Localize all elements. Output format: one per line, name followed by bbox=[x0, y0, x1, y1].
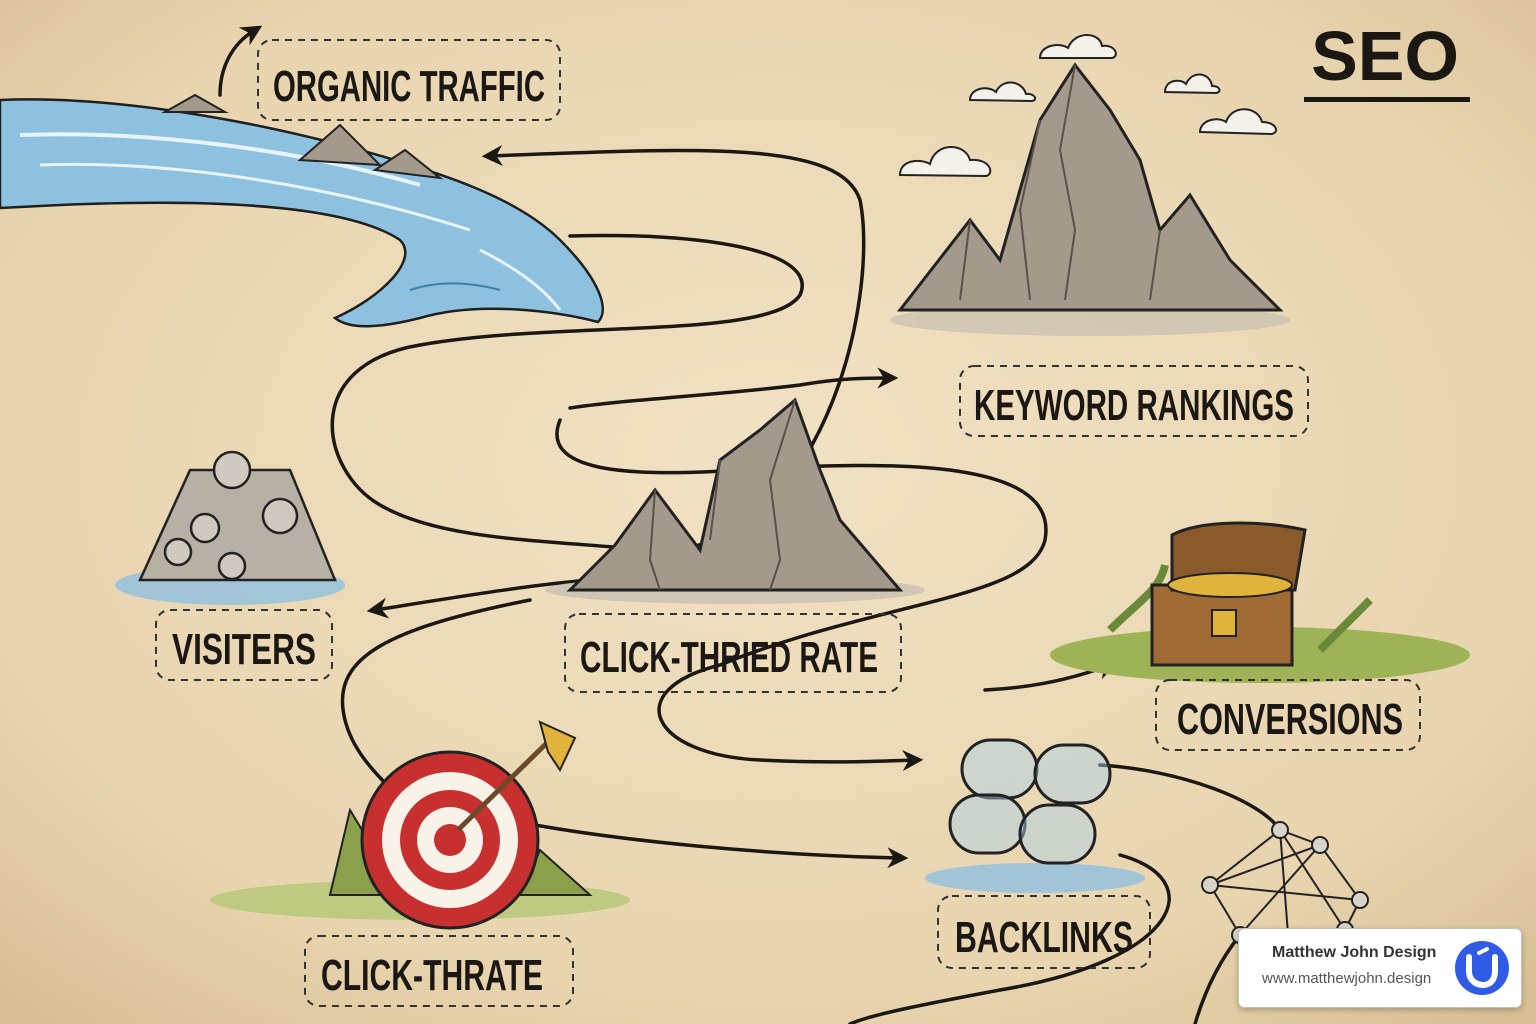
label-click-thried-rate: CLICK-THRIED RATE bbox=[564, 613, 902, 693]
visitors-figures bbox=[115, 450, 345, 605]
click-thried-rate-label: CLICK-THRIED RATE bbox=[580, 633, 878, 682]
label-conversions: CONVERSIONS bbox=[1155, 679, 1421, 751]
keyword-mountains bbox=[890, 62, 1290, 336]
brand-name: Matthew John Design bbox=[1272, 944, 1437, 961]
chain-links-illustration bbox=[925, 738, 1145, 893]
keyword-rankings-label: KEYWORD RANKINGS bbox=[974, 381, 1294, 430]
target-illustration bbox=[210, 720, 630, 930]
brand-url[interactable]: www.matthewjohn.design bbox=[1262, 970, 1432, 987]
treasure-chest-illustration bbox=[1050, 521, 1470, 683]
label-click-thrate: CLICK-THRATE bbox=[304, 935, 574, 1007]
brand-u-icon bbox=[1455, 941, 1509, 995]
label-visiters: VISITERS bbox=[155, 609, 333, 681]
small-mountains bbox=[161, 93, 444, 180]
conversions-label: CONVERSIONS bbox=[1177, 695, 1403, 744]
organic-traffic-label: ORGANIC TRAFFIC bbox=[273, 62, 545, 111]
title-underline bbox=[1304, 97, 1470, 102]
brand-watermark[interactable]: Matthew John Design www.matthewjohn.desi… bbox=[1238, 928, 1522, 1008]
label-backlinks: BACKLINKS bbox=[937, 895, 1151, 969]
label-organic-traffic: ORGANIC TRAFFIC bbox=[257, 39, 561, 121]
clouds bbox=[898, 34, 1278, 178]
click-thrate-label: CLICK-THRATE bbox=[321, 951, 543, 1000]
journey-path bbox=[218, 25, 1282, 1024]
page-title: SEO bbox=[1311, 17, 1459, 95]
central-mountains bbox=[545, 397, 925, 604]
visiters-label: VISITERS bbox=[172, 625, 316, 674]
label-keyword-rankings: KEYWORD RANKINGS bbox=[959, 365, 1309, 437]
backlinks-label: BACKLINKS bbox=[955, 913, 1133, 962]
